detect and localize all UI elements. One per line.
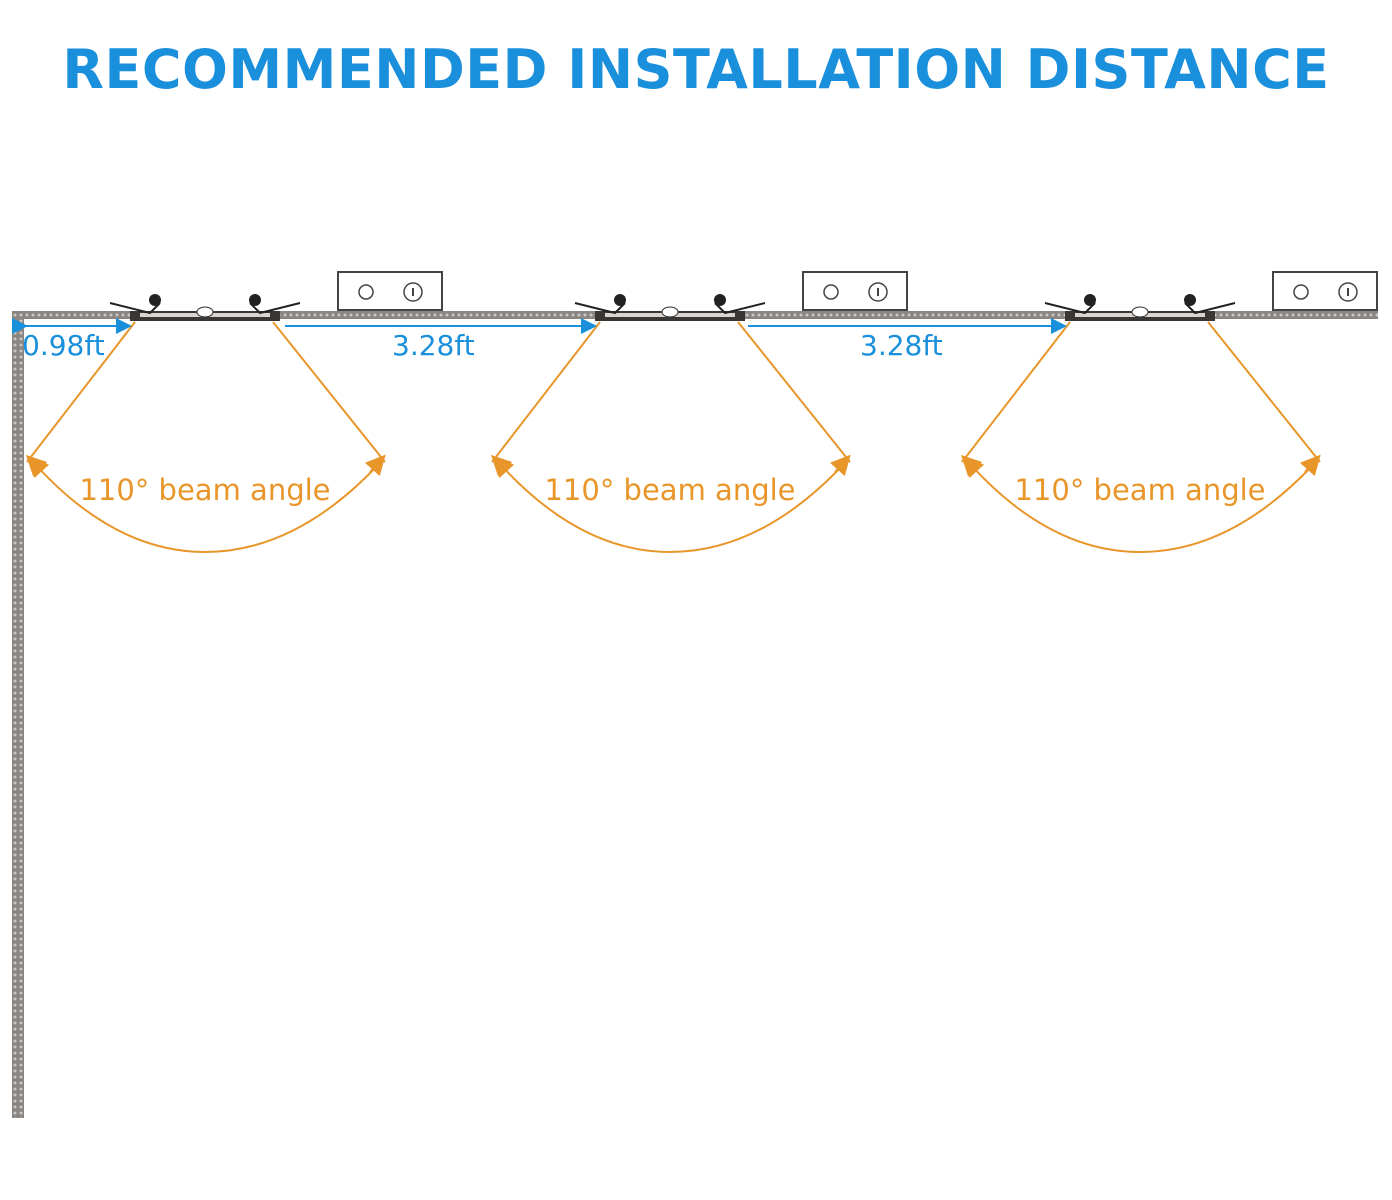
beam-angle-arc	[28, 456, 378, 554]
beam-edge-left	[26, 321, 136, 463]
beam-angle-label: 110° beam angle	[544, 473, 795, 507]
driver-box-icon	[1272, 271, 1378, 311]
beam-angle-label: 110° beam angle	[79, 473, 330, 507]
beam-edge-left	[491, 321, 601, 463]
driver-box-icon	[802, 271, 908, 311]
beam-angle-arc	[493, 456, 843, 554]
diagram-title: RECOMMENDED INSTALLATION DISTANCE	[62, 38, 1330, 101]
beam-angle-label: 110° beam angle	[1014, 473, 1265, 507]
beam-edge-right	[272, 321, 386, 463]
driver-box-icon	[337, 271, 443, 311]
high-bay-light-icon	[1044, 294, 1236, 321]
wall	[12, 312, 24, 1118]
beam-edge-right	[1207, 321, 1321, 463]
light-fixture-group: 110° beam angle	[490, 271, 908, 554]
dimension-label-wall-offset: 0.98ft	[22, 329, 105, 362]
light-fixture-group: 110° beam angle	[960, 271, 1378, 554]
beam-edge-left	[961, 321, 1071, 463]
high-bay-light-icon	[109, 294, 301, 321]
light-fixture-group: 110° beam angle	[25, 271, 443, 554]
beam-angle-arc	[963, 456, 1313, 554]
dimension-label-spacing-1: 3.28ft	[392, 329, 475, 362]
beam-edge-right	[737, 321, 851, 463]
dimension-label-spacing-2: 3.28ft	[860, 329, 943, 362]
high-bay-light-icon	[574, 294, 766, 321]
